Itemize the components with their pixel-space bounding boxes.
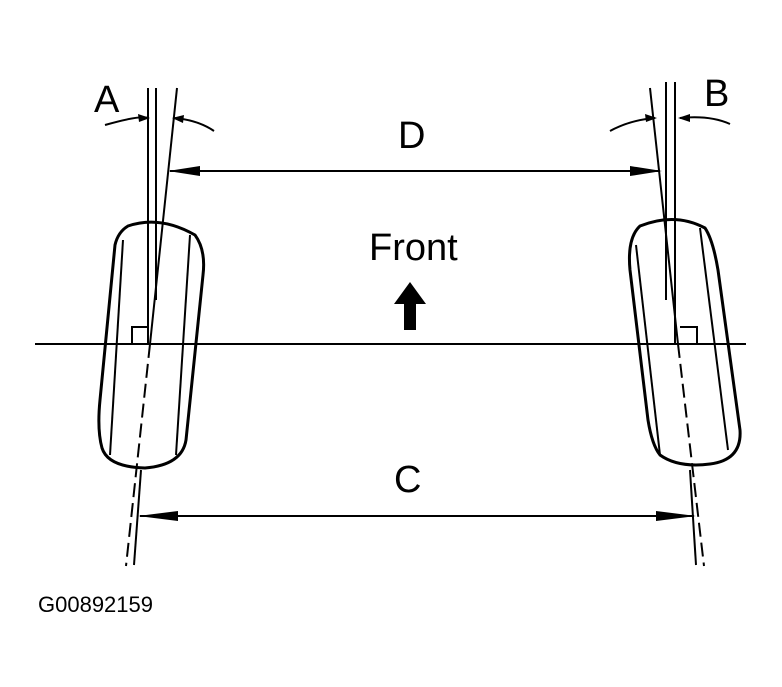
angle-b-arrowhead-left: [645, 114, 657, 122]
right-right-angle-marker: [680, 326, 698, 344]
right-tire-outline: [628, 217, 742, 467]
left-lower-line: [133, 469, 142, 566]
angle-a-arrowhead-right: [172, 115, 184, 123]
left-wheel: [97, 87, 215, 567]
left-tire-outline: [97, 220, 206, 470]
left-tire-inner-line-1: [109, 239, 124, 456]
right-tire-inner-line-2: [699, 227, 729, 451]
right-tire-inner-line-1: [635, 244, 661, 456]
angle-b-arrowhead-right: [678, 114, 690, 122]
label-b: B: [704, 73, 729, 115]
right-wheel-centerline: [649, 87, 679, 345]
label-d: D: [398, 115, 425, 157]
left-wheel-centerline-dashed: [125, 343, 151, 567]
label-c: C: [394, 459, 421, 501]
label-front: Front: [369, 227, 458, 269]
front-arrow-icon: [394, 282, 426, 330]
right-wheel-centerline-dashed: [677, 343, 705, 567]
dimension-c-arrow-right: [656, 511, 696, 521]
angle-a-arrowhead-left: [138, 114, 150, 122]
dimension-d-arrow-left: [168, 166, 200, 176]
right-lower-line: [689, 469, 697, 566]
label-a: A: [94, 79, 120, 121]
left-right-angle-marker: [131, 326, 148, 344]
right-wheel: [609, 82, 742, 567]
left-wheel-centerline: [149, 87, 178, 345]
figure-code: G00892159: [38, 592, 153, 617]
left-tire-inner-line-2: [175, 234, 191, 456]
dimension-c-arrow-left: [138, 511, 178, 521]
dimension-d-arrow-right: [630, 166, 662, 176]
